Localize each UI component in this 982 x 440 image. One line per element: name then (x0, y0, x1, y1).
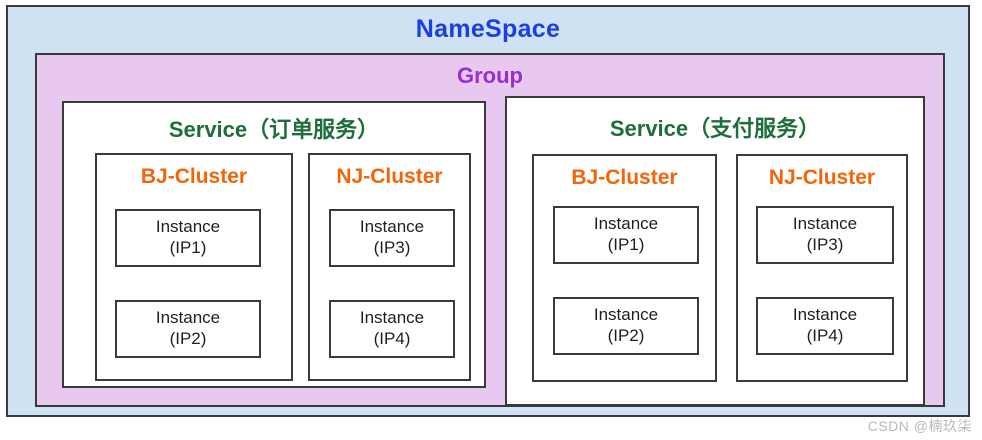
instance-label: Instance (792, 214, 858, 234)
instance-box-order-bj-1: Instance (IP1) (115, 209, 261, 267)
watermark: CSDN @楠玖柒 (867, 418, 972, 434)
service-title-order: Service（订单服务） (168, 117, 380, 142)
instance-ip: (IP2) (607, 326, 645, 345)
instance-label: Instance (155, 217, 221, 237)
instance-ip: (IP3) (373, 238, 411, 257)
instance-ip: (IP1) (607, 235, 645, 254)
group-box: Group Service（订单服务） BJ-Cluster Instance … (35, 53, 945, 407)
service-box-order: Service（订单服务） BJ-Cluster Instance (IP1) … (62, 101, 486, 388)
instance-ip: (IP4) (373, 329, 411, 348)
namespace-title: NameSpace (415, 15, 561, 43)
service-title-pay: Service（支付服务） (609, 116, 821, 141)
instance-label: Instance (593, 214, 659, 234)
instance-box-pay-nj-2: Instance (IP4) (756, 297, 894, 355)
service-box-pay: Service（支付服务） BJ-Cluster Instance (IP1) … (505, 96, 925, 406)
instance-label: Instance (155, 308, 221, 328)
instance-label: Instance (359, 217, 425, 237)
instance-box-order-nj-1: Instance (IP3) (329, 209, 455, 267)
instance-ip: (IP3) (806, 235, 844, 254)
cluster-box-order-bj: BJ-Cluster Instance (IP1) Instance (IP2) (95, 153, 293, 381)
instance-ip: (IP4) (806, 326, 844, 345)
instance-ip: (IP1) (169, 238, 207, 257)
instance-box-order-bj-2: Instance (IP2) (115, 300, 261, 358)
cluster-box-order-nj: NJ-Cluster Instance (IP3) Instance (IP4) (308, 153, 471, 381)
instance-ip: (IP2) (169, 329, 207, 348)
cluster-title-pay-bj: BJ-Cluster (571, 166, 678, 189)
instance-box-pay-bj-1: Instance (IP1) (553, 206, 699, 264)
instance-box-order-nj-2: Instance (IP4) (329, 300, 455, 358)
cluster-box-pay-nj: NJ-Cluster Instance (IP3) Instance (IP4) (736, 154, 908, 382)
cluster-title-order-bj: BJ-Cluster (140, 165, 248, 188)
cluster-title-order-nj: NJ-Cluster (336, 165, 443, 188)
group-title: Group (457, 63, 523, 88)
instance-label: Instance (593, 305, 659, 325)
cluster-title-pay-nj: NJ-Cluster (768, 166, 876, 189)
instance-box-pay-nj-1: Instance (IP3) (756, 206, 894, 264)
instance-label: Instance (359, 308, 425, 328)
namespace-box: NameSpace Group Service（订单服务） BJ-Cluster… (6, 5, 970, 417)
instance-box-pay-bj-2: Instance (IP2) (553, 297, 699, 355)
cluster-box-pay-bj: BJ-Cluster Instance (IP1) Instance (IP2) (532, 154, 717, 382)
instance-label: Instance (792, 305, 858, 325)
